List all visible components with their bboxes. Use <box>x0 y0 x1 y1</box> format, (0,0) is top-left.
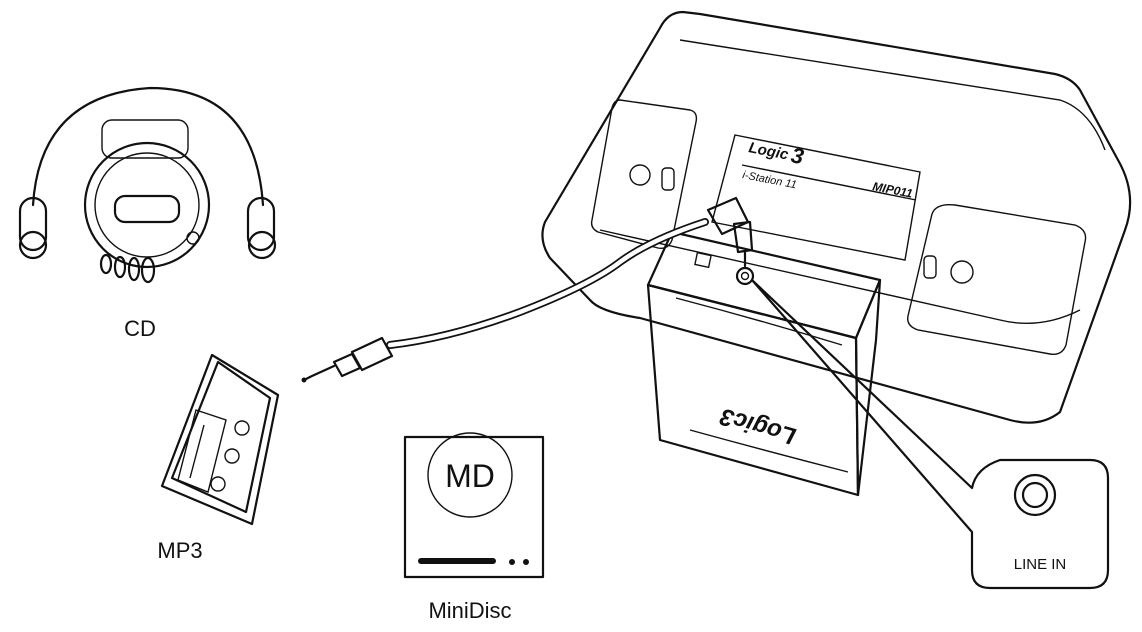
minidisc-disc-label: MD <box>445 458 495 494</box>
speaker-unit <box>541 10 1132 424</box>
audio-cable <box>301 196 754 383</box>
dock-logo: Logic3 <box>717 402 799 449</box>
cd-player-icon <box>18 86 277 284</box>
line-in-jack-icon <box>735 266 755 286</box>
speaker-brand: Logic <box>747 139 790 163</box>
mp3-player-icon <box>160 353 280 526</box>
speaker-brand-number: 3 <box>789 142 806 169</box>
mp3-label: MP3 <box>157 538 202 563</box>
minidisc-label: MiniDisc <box>428 598 511 623</box>
speaker-model-code: MIP011 <box>871 179 914 201</box>
line-in-label: LINE IN <box>1014 556 1067 573</box>
cd-label: CD <box>124 316 156 341</box>
dock-stand <box>646 230 882 497</box>
speaker-model-line: i-Station 11 <box>741 169 797 191</box>
line-in-callout <box>750 278 1110 590</box>
minidisc-icon <box>403 432 545 579</box>
